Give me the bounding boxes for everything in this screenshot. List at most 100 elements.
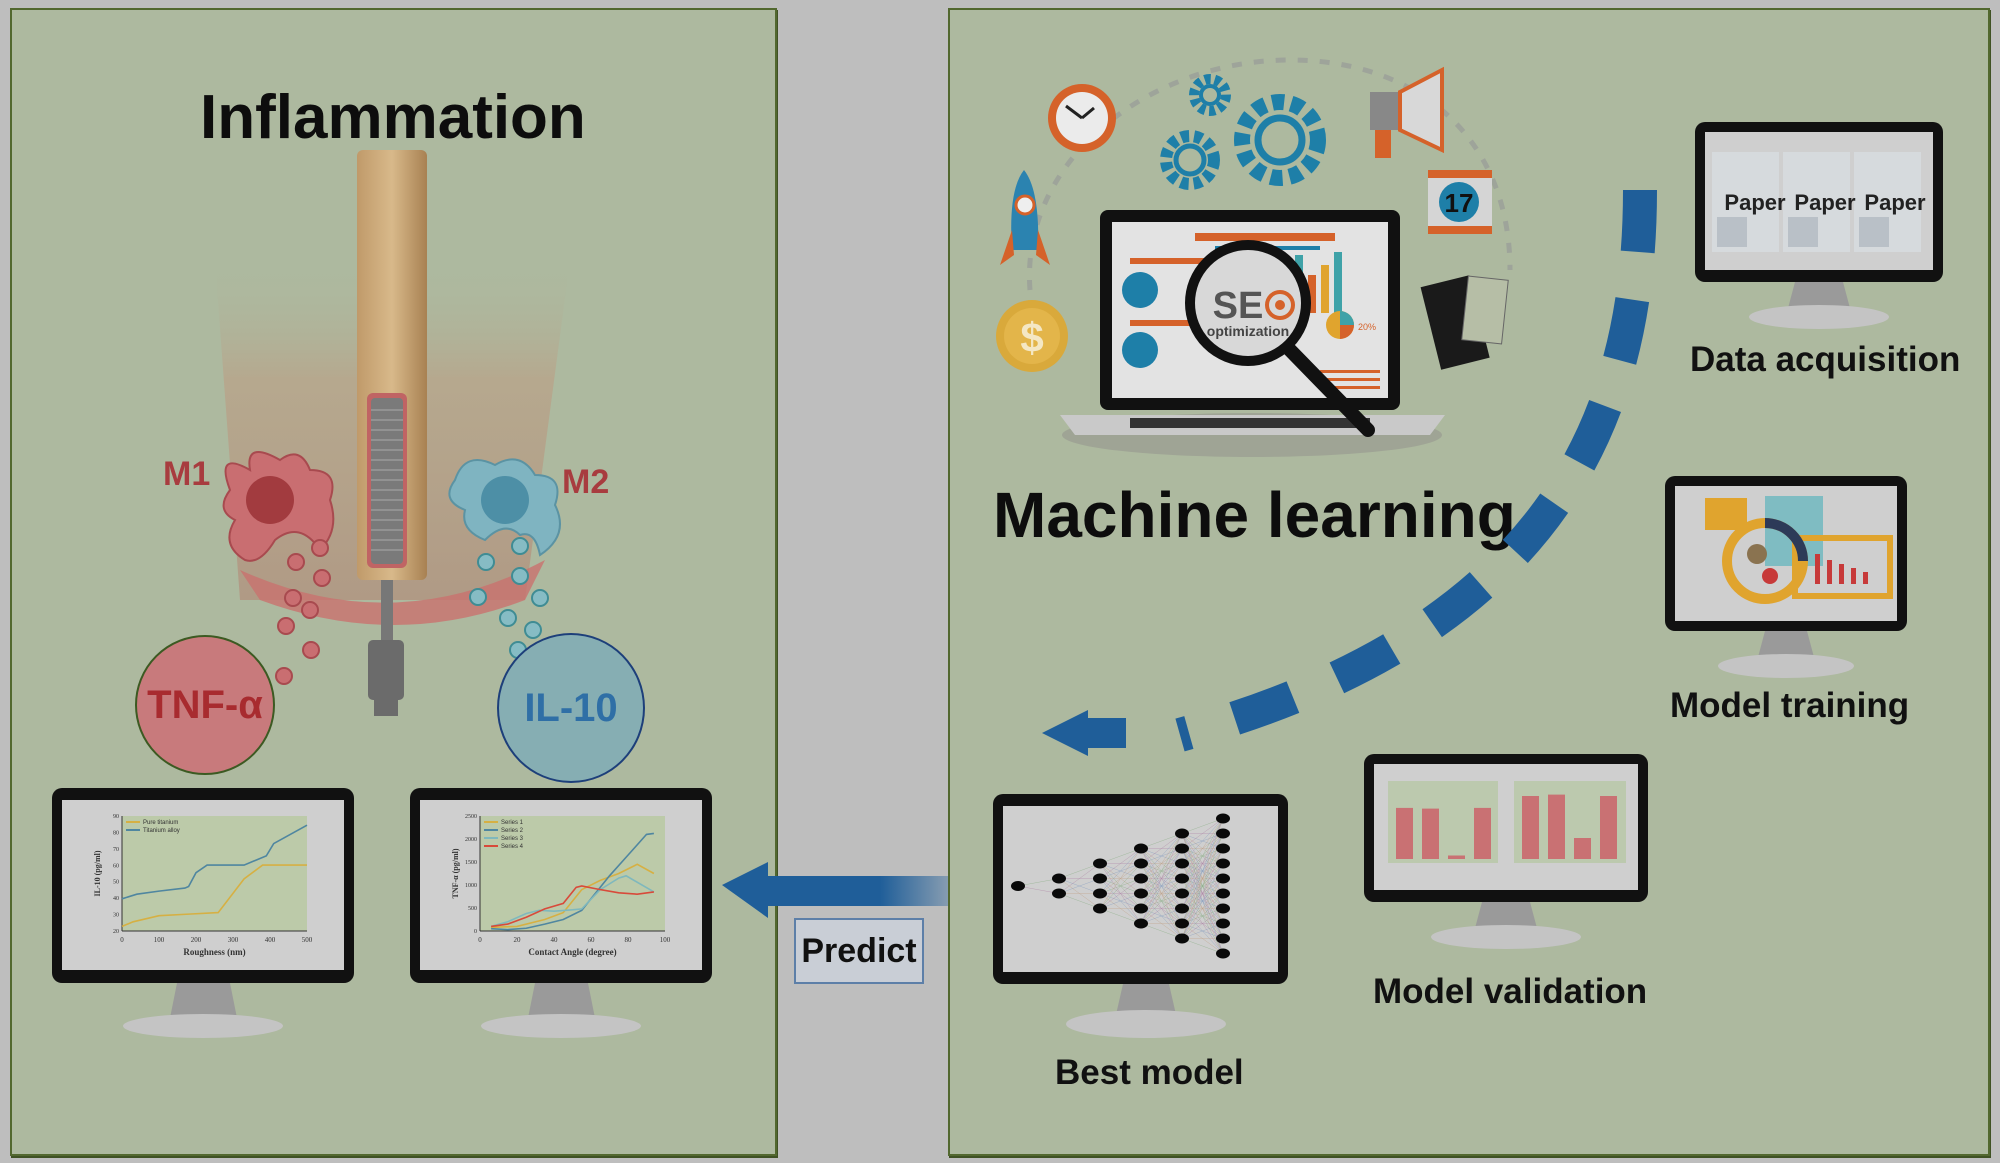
y-tick-label: 1500 [465,860,477,866]
series-line [121,824,308,900]
validation-bar-charts [1396,794,1617,859]
nn-node [1093,903,1107,914]
inflammation-title: Inflammation [200,83,586,152]
y-tick-label: 20 [113,929,119,935]
nn-node [1052,888,1066,899]
nn-node [1134,918,1148,929]
y-tick-label: 0 [474,929,477,935]
y-tick-label: 30 [113,913,119,919]
nn-node [1175,858,1189,869]
nn-edge [1017,878,1060,887]
abutment-shaft [381,580,393,640]
validation-bar [1422,808,1439,859]
wallet-money-icon [1420,275,1509,370]
nn-edge [1140,833,1183,879]
m1-label: M1 [163,455,211,493]
x-axis-label: Contact Angle (degree) [528,947,616,957]
calendar-day: 17 [1445,188,1474,218]
y-tick-label: 90 [113,814,119,820]
y-tick-label: 500 [468,906,477,912]
nn-node [1093,858,1107,869]
nn-node [1216,843,1230,854]
y-tick-label: 80 [113,830,119,836]
nn-node [1175,843,1189,854]
nn-edge [1099,893,1142,909]
il10-circle: IL-10 [497,633,645,783]
y-tick-label: 2000 [465,837,477,843]
data-acquisition-monitor [1695,122,1943,329]
y-tick-label: 50 [113,880,119,886]
plot-area [480,816,665,931]
nn-edge [1058,878,1101,894]
m2-macrophage [448,458,561,557]
series-line [490,874,655,928]
nn-node [1134,843,1148,854]
nn-node [1216,903,1230,914]
x-tick-label: 20 [514,936,522,944]
nn-edge [1099,848,1142,864]
nn-edge [1099,848,1142,909]
predict-button[interactable]: Predict [794,918,924,984]
il10-label: IL-10 [524,685,618,730]
model-validation-label: Model validation [1373,972,1648,1011]
m2-label: M2 [562,463,610,501]
y-tick-label: 40 [113,896,119,902]
nn-edge [1140,863,1183,924]
nn-node [1052,873,1066,884]
nn-edge [1017,885,1060,894]
tnf-particles [275,539,331,685]
nn-edge [1181,818,1224,894]
nn-edge [1099,848,1142,879]
nn-edge [1140,893,1183,924]
x-tick-label: 0 [478,936,482,944]
legend-label: Series 2 [501,828,524,834]
series-line [491,863,655,929]
nn-node [1216,828,1230,839]
nn-node [1216,918,1230,929]
y-axis-label: IL-10 (pg/ml) [93,850,102,896]
x-tick-label: 80 [625,936,633,944]
nn-node [1216,873,1230,884]
x-tick-label: 100 [154,936,165,944]
svg-text:$: $ [1020,314,1043,361]
x-tick-label: 400 [265,936,276,944]
y-tick-label: 60 [113,863,119,869]
nn-edge [1058,893,1101,909]
nn-edge [1140,923,1183,939]
series-line [121,864,307,928]
nn-edge [1099,848,1142,894]
calendar-icon: 17 [1428,170,1492,234]
nn-edge [1181,923,1224,939]
nn-node [1175,918,1189,929]
neural-network-diagram [1011,813,1230,959]
legend-label: Series 3 [501,836,524,842]
nn-edge [1140,833,1183,849]
validation-bar [1522,796,1539,859]
x-tick-label: 200 [191,936,202,944]
nn-edge [1181,833,1224,939]
nn-edge [1099,908,1142,924]
model-training-label: Model training [1670,686,1910,725]
data-acquisition-label: Data acquisition [1690,340,1961,379]
nn-node [1175,873,1189,884]
nn-node [1134,903,1148,914]
legend-label: Series 1 [501,820,524,826]
nn-edge [1181,818,1224,939]
validation-bar [1474,807,1491,859]
nn-edge [1058,863,1101,879]
nn-edge [1140,833,1183,864]
implant-screw [371,398,403,564]
nn-node [1134,858,1148,869]
paper-item: Paper [1864,190,1926,215]
seo-subtext: optimization [1207,323,1289,339]
nn-node [1093,873,1107,884]
nn-edge [1140,833,1183,894]
nn-node [1216,813,1230,824]
series-line [490,885,655,928]
best-model-monitor [993,794,1288,1038]
gears-icon [1160,74,1326,190]
nn-edge [1140,848,1183,924]
y-tick-label: 70 [113,847,119,853]
